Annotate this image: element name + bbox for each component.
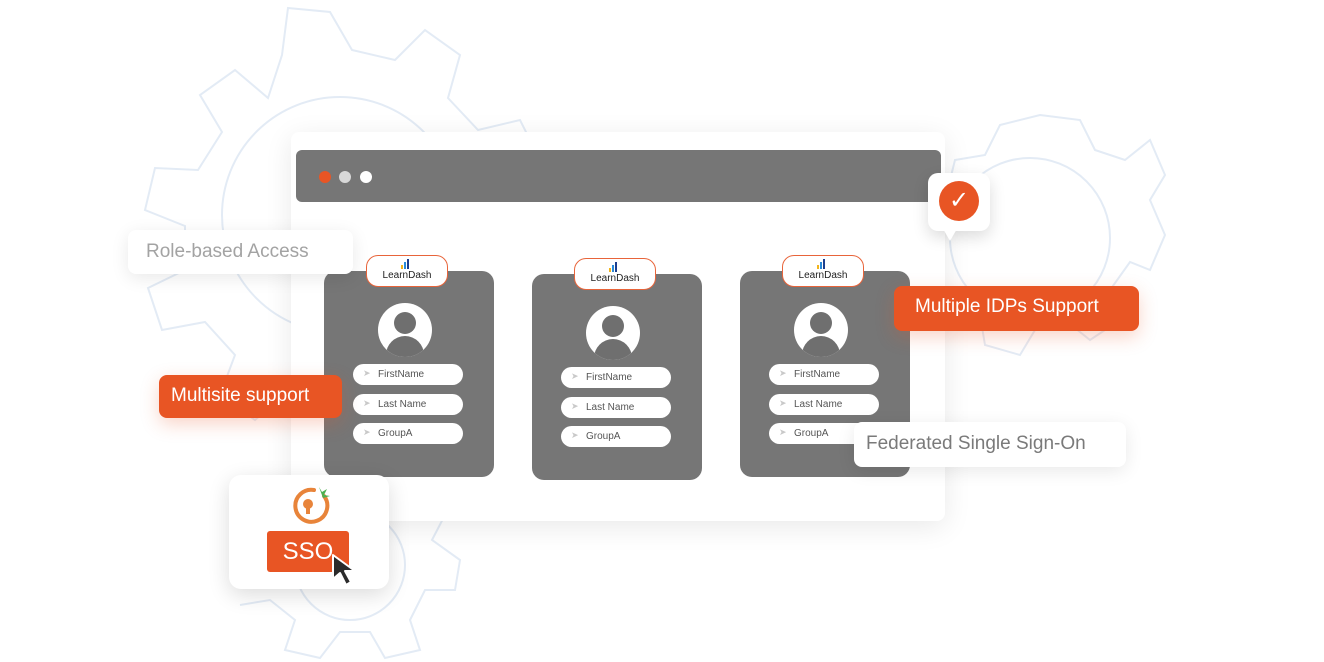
browser-window: LearnDash ➤FirstName ➤Last Name ➤GroupA … [291,132,945,521]
learndash-logo-badge: LearnDash [574,258,656,290]
sso-card: SSO [229,475,389,589]
send-arrow-icon: ➤ [363,427,371,437]
multisite-support-label: Multisite support [159,375,342,418]
window-titlebar [296,150,941,202]
learndash-logo-badge: LearnDash [366,255,448,287]
send-arrow-icon: ➤ [363,398,371,408]
firstname-field[interactable]: ➤FirstName [769,364,879,385]
minimize-dot[interactable] [339,171,351,183]
multiple-idps-support-label: Multiple IDPs Support [894,286,1139,331]
learndash-logo-text: LearnDash [382,270,432,281]
learndash-logo-badge: LearnDash [782,255,864,287]
group-field[interactable]: ➤GroupA [561,426,671,447]
send-arrow-icon: ➤ [779,427,787,437]
lock-icon [293,487,330,524]
check-badge: ✓ [928,173,990,241]
lastname-field[interactable]: ➤Last Name [353,394,463,415]
user-avatar-icon [586,306,640,360]
send-arrow-icon: ➤ [571,401,579,411]
close-dot[interactable] [319,171,331,183]
user-card-2: LearnDash ➤FirstName ➤Last Name ➤GroupA [532,258,702,480]
lastname-field[interactable]: ➤Last Name [561,397,671,418]
cursor-icon [332,554,356,586]
send-arrow-icon: ➤ [779,398,787,408]
user-avatar-icon [378,303,432,357]
check-icon: ✓ [939,181,979,221]
user-card-1: LearnDash ➤FirstName ➤Last Name ➤GroupA [324,255,494,477]
federated-sso-label: Federated Single Sign-On [854,422,1126,467]
send-arrow-icon: ➤ [571,430,579,440]
lastname-field[interactable]: ➤Last Name [769,394,879,415]
send-arrow-icon: ➤ [571,371,579,381]
learndash-bars-icon [609,262,621,272]
learndash-bars-icon [817,259,829,269]
learndash-logo-text: LearnDash [590,273,640,284]
send-arrow-icon: ➤ [363,368,371,378]
group-field[interactable]: ➤GroupA [769,423,879,444]
send-arrow-icon: ➤ [779,368,787,378]
learndash-bars-icon [401,259,413,269]
firstname-field[interactable]: ➤FirstName [561,367,671,388]
user-avatar-icon [794,303,848,357]
group-field[interactable]: ➤GroupA [353,423,463,444]
role-based-access-label: Role-based Access [128,230,353,274]
maximize-dot[interactable] [360,171,372,183]
firstname-field[interactable]: ➤FirstName [353,364,463,385]
learndash-logo-text: LearnDash [798,270,848,281]
